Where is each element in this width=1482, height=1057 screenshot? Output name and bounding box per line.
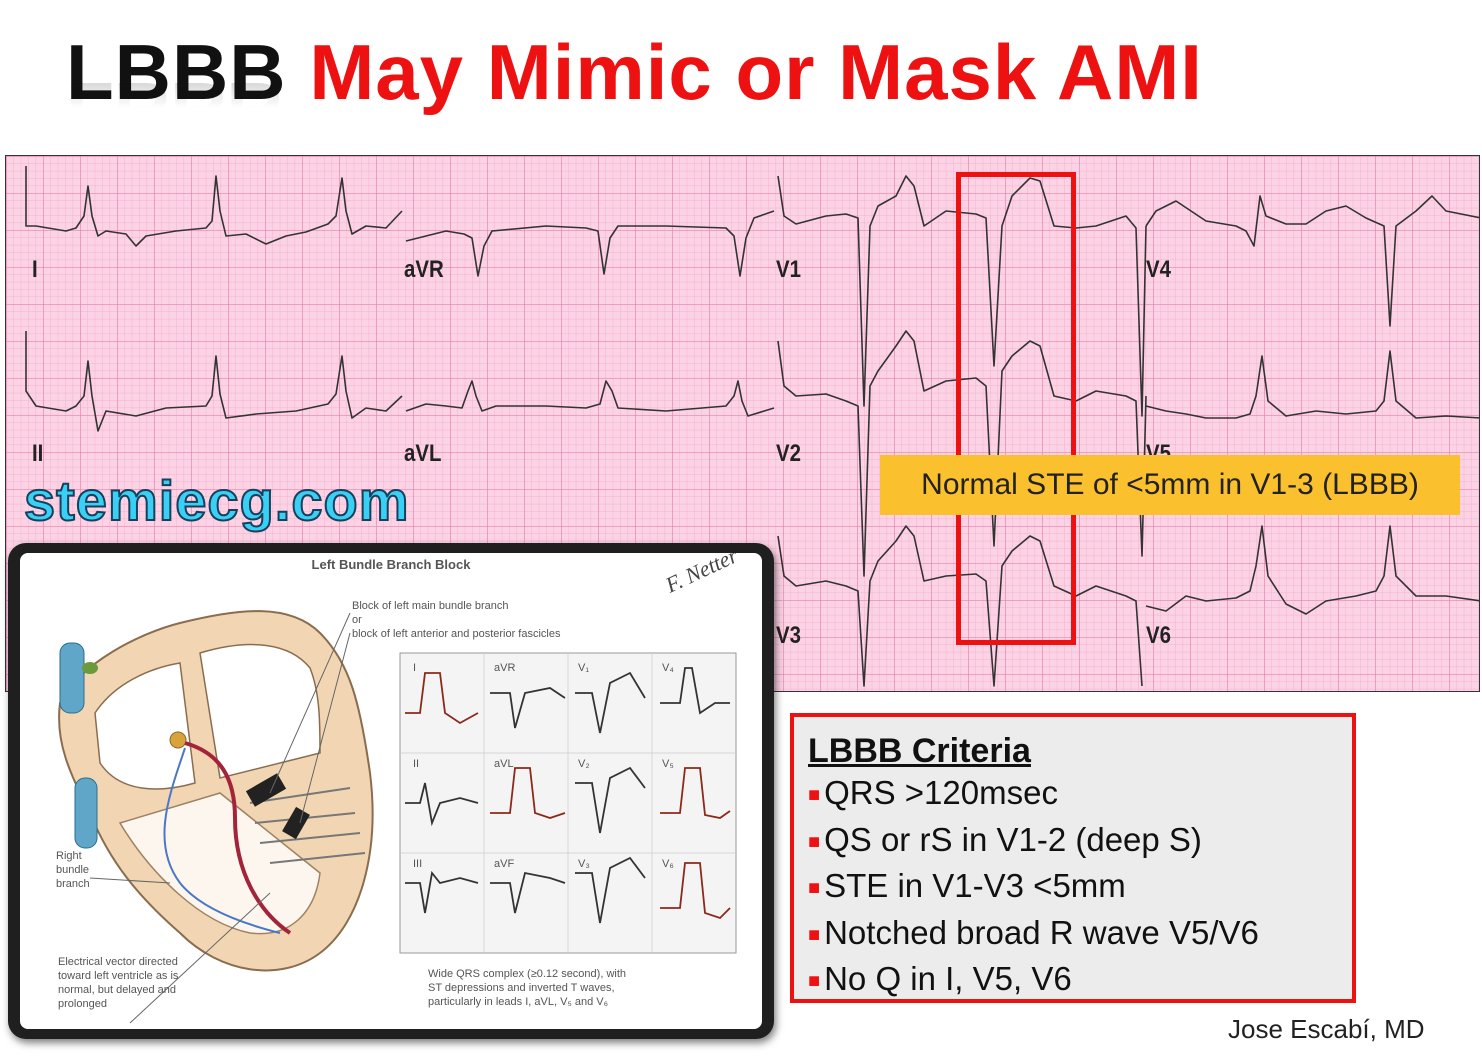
illustration-frame: Left Bundle Branch Block F. [8,543,774,1039]
lead-label-aVL: aVL [404,440,442,467]
lead-label-II: II [32,440,44,467]
title-lbbb: LBBB [66,28,287,116]
trace-V6 [1145,525,1479,615]
mini-lead-aVF: aVF [494,858,515,870]
author-credit: Jose Escabí, MD [1228,1014,1425,1044]
lead-label-aVR: aVR [404,256,444,283]
vector-label: Electrical vector directed toward left v… [58,956,179,1010]
mini-lead-aVL: aVL [494,758,514,770]
heart-diagram: F. Netter [58,553,742,1024]
trace-V1 [777,175,1147,417]
criteria-title: LBBB Criteria [808,732,1031,770]
title-rest: May Mimic or Mask AMI [309,28,1203,116]
mini-lead-II: II [413,758,420,770]
bullet-icon: ■ [808,970,821,993]
st-elevation-highlight-box [956,172,1076,645]
mini-lead-V4: V₄ [662,662,674,674]
lbbb-criteria-box: LBBB Criteria ■QRS >120msec ■QS or rS in… [790,713,1356,1003]
criteria-item: ■STE in V1-V3 <5mm [808,867,1126,905]
bullet-icon: ■ [808,830,821,853]
lead-label-V2: V2 [776,440,801,467]
illustration-panel: Left Bundle Branch Block F. [20,553,762,1029]
mini-lead-III: III [413,858,423,870]
bullet-icon: ■ [808,877,821,900]
lead-label-V1: V1 [776,256,801,283]
ste-callout: Normal STE of <5mm in V1-3 (LBBB) [880,455,1460,515]
trace-V5 [1145,350,1479,419]
trace-aVR [405,210,775,277]
illustration-title: Left Bundle Branch Block [311,557,471,572]
trace-II [25,331,403,432]
criteria-item: ■QRS >120msec [808,774,1058,811]
mini-ecg-grid [399,652,737,954]
trace-I [25,166,403,247]
bullet-icon: ■ [808,784,821,807]
criteria-item: ■No Q in I, V5, V6 [808,960,1072,998]
title-reflection: LBBB [66,58,283,108]
lead-label-I: I [32,256,38,283]
mini-lead-V1: V₁ [578,662,590,674]
lead-label-V4: V4 [1146,256,1171,283]
mini-lead-I: I [413,662,417,674]
mini-lead-aVR: aVR [494,662,516,674]
rbb-label: Right bundle branch [56,850,90,890]
watermark-site: stemiecg.com [23,468,410,533]
svg-text:F. Netter: F. Netter [661,553,742,598]
mini-lead-V6: V₆ [662,858,674,870]
qrs-description: Wide QRS complex (≥0.12 second), with ST… [428,968,626,1008]
trace-V3 [777,525,1143,687]
trace-V4 [1145,195,1479,327]
mini-lead-V2: V₂ [578,758,590,770]
criteria-item: ■QS or rS in V1-2 (deep S) [808,820,1202,858]
mini-lead-V5: V₅ [662,758,674,770]
lead-label-V3: V3 [776,622,801,649]
mini-lead-V3: V₃ [578,858,590,870]
trace-V2 [777,330,1147,577]
trace-aVL [405,380,775,417]
bullet-icon: ■ [808,923,821,946]
slide-title: LBBB May Mimic or Mask AMI [66,22,1203,122]
criteria-item: ■Notched broad R wave V5/V6 [808,913,1259,951]
lead-label-V6: V6 [1146,622,1171,649]
block-label: Block of left main bundle branch or bloc… [352,600,561,640]
